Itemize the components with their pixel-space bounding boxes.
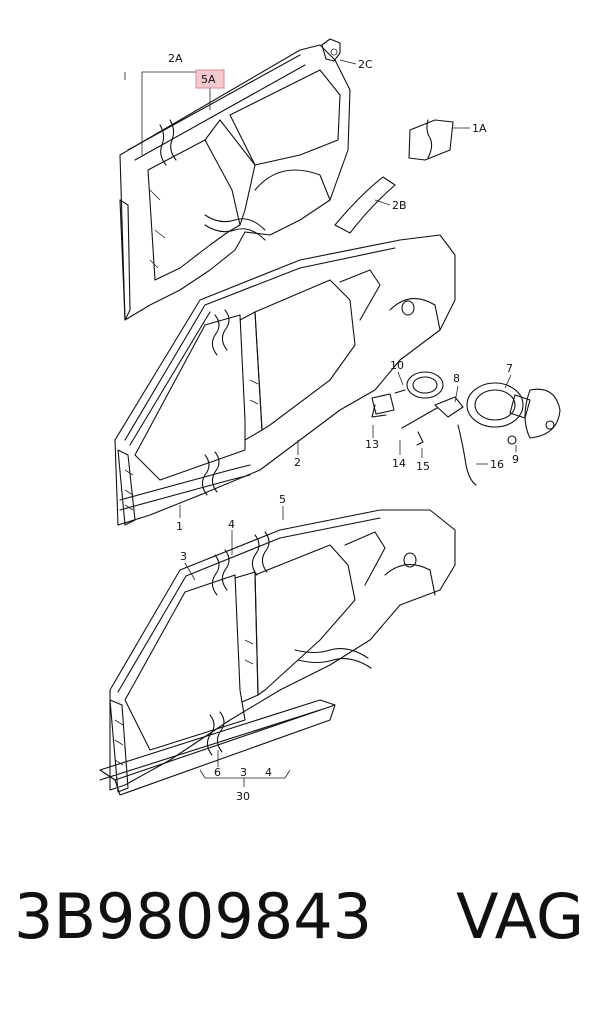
callout-3: 3 — [180, 550, 187, 563]
fuel-door-parts-drawing — [371, 371, 561, 486]
callout-2C: 2C — [358, 58, 373, 71]
callout-9: 9 — [512, 453, 519, 466]
side-frame-assembly-drawing — [99, 506, 456, 796]
callout-15: 15 — [416, 460, 430, 473]
callout-1A: 1A — [472, 122, 487, 135]
callout-5: 5 — [279, 493, 286, 506]
callout-4: 4 — [228, 518, 235, 531]
callout-10: 10 — [390, 359, 404, 372]
rear-quarter-panel-drawing — [119, 38, 470, 321]
callout-2A: 2A — [168, 52, 183, 65]
callout-6-group: 6 — [214, 766, 221, 779]
callout-2: 2 — [294, 456, 301, 469]
callout-1: 1 — [176, 520, 183, 533]
side-panel-assembly-drawing — [114, 234, 456, 526]
footer: 3B9809843 VAG — [0, 880, 600, 990]
brand-name: VAG — [456, 880, 584, 953]
callout-14: 14 — [392, 457, 406, 470]
callout-7: 7 — [506, 362, 513, 375]
callout-4-group: 4 — [265, 766, 272, 779]
highlight-box-5A — [195, 69, 225, 89]
parts-exploded-diagram: 2A 5A 2C 1A 2B 2 1 — [99, 38, 561, 803]
callout-2B: 2B — [392, 199, 407, 212]
callout-16: 16 — [490, 458, 504, 471]
callout-8: 8 — [453, 372, 460, 385]
callout-3-group: 3 — [240, 766, 247, 779]
part-number: 3B9809843 — [14, 880, 373, 953]
callout-5A: 5A — [201, 73, 216, 86]
callout-30: 30 — [236, 790, 250, 803]
callout-13: 13 — [365, 438, 379, 451]
